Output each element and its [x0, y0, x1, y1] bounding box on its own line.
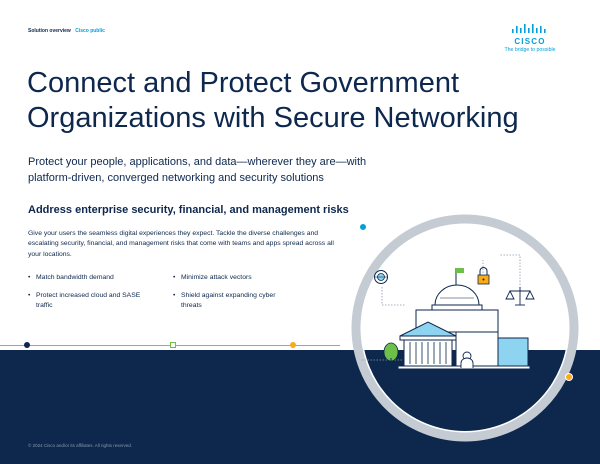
bullet-list-left: Match bandwidth demand Protect increased… [28, 273, 148, 319]
timeline-dot [290, 342, 296, 348]
classification-label: Cisco public [75, 28, 105, 34]
section-body: Give your users the seamless digital exp… [28, 230, 334, 258]
document-type-label: Solution overview [28, 28, 71, 34]
list-item: Minimize attack vectors [173, 273, 293, 283]
page-subtitle: Protect your people, applications, and d… [28, 156, 367, 184]
page-title: Connect and Protect Government Organizat… [27, 67, 519, 134]
document-topline: Solution overview Cisco public [28, 28, 105, 34]
cisco-logo: CISCO The bridge to possible [500, 24, 560, 53]
timeline-dot [24, 342, 30, 348]
list-item: Shield against expanding cyber threats [173, 291, 293, 311]
bullet-list-right: Minimize attack vectors Shield against e… [173, 273, 293, 319]
globe-icon [374, 270, 388, 284]
copyright-footer: © 2024 Cisco and/or its affiliates. All … [28, 443, 133, 448]
cisco-wordmark: CISCO [514, 37, 546, 46]
cisco-logo-icon [512, 24, 546, 33]
scales-icon [505, 287, 535, 306]
tree-icon [383, 342, 399, 368]
section-heading: Address enterprise security, financial, … [28, 204, 349, 216]
logo-tagline: The bridge to possible [504, 47, 556, 53]
person-icon [460, 351, 474, 368]
list-item: Match bandwidth demand [28, 273, 148, 283]
timeline-dot [170, 342, 176, 348]
flag-icon [455, 268, 464, 285]
padlock-icon [477, 267, 490, 285]
list-item: Protect increased cloud and SASE traffic [28, 291, 148, 311]
